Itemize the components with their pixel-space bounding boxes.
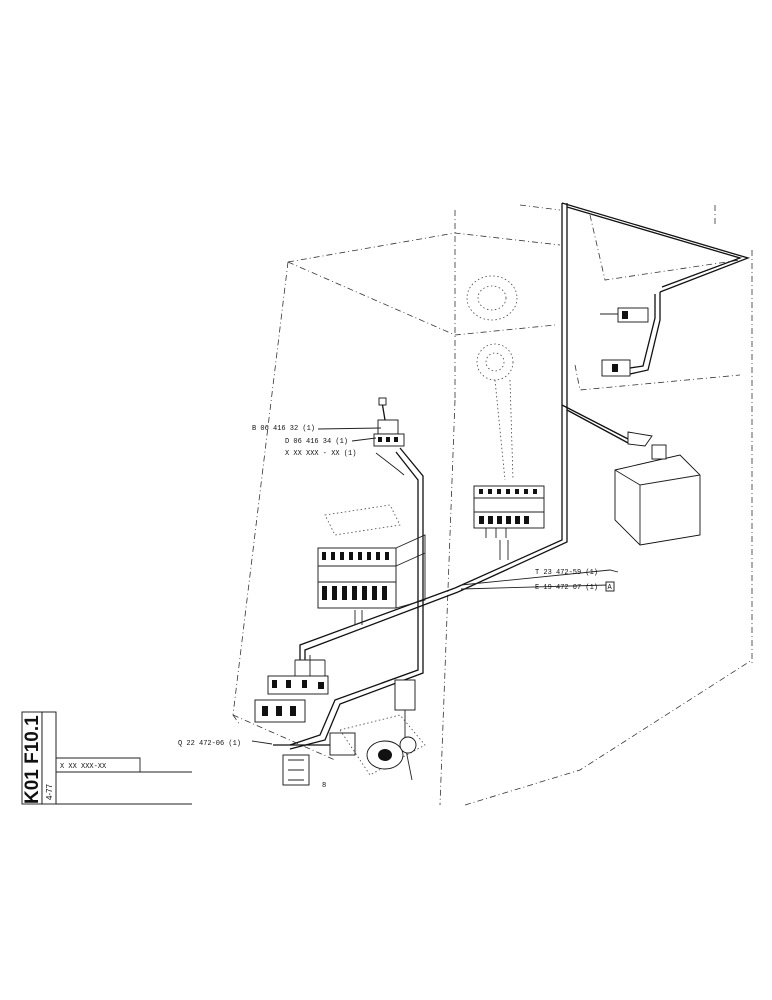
callout-switch-wire-part: X XX XXX - XX (1) — [285, 450, 356, 458]
callout-switch-base-part: D 06 416 34 (1) — [285, 438, 348, 446]
right-hose-run — [454, 202, 751, 593]
callout-tee-fitting: Q 22 472-06 (1) — [178, 740, 241, 748]
left-hose-run — [289, 447, 509, 750]
valve-block-left — [317, 504, 426, 609]
pump-motor — [339, 679, 426, 781]
sheet-code: K01 F10.1 — [22, 715, 43, 804]
gauge-assembly — [466, 275, 518, 481]
diagonal-hose — [299, 587, 459, 660]
valve-block-upper — [473, 485, 545, 538]
callout-connector-lower: E 19 472 07 (1) — [535, 584, 598, 592]
cylinder-assembly — [600, 307, 701, 546]
lower-control-block — [254, 655, 356, 786]
sheet-date: 4-77 — [45, 783, 54, 800]
title-block — [21, 711, 192, 805]
cab-outline — [232, 204, 753, 806]
callout-connector-upper: T 23 472-59 (1) — [535, 569, 598, 577]
callout-switch-part: B 06 416 32 (1) — [252, 425, 315, 433]
title-block-text: X XX XXX-XX — [60, 763, 107, 771]
callout-connector-box — [605, 581, 615, 592]
toggle-switch — [373, 397, 405, 447]
leader-lines — [251, 427, 619, 745]
callout-connector-box-label: A — [608, 584, 613, 592]
callout-item-number: 8 — [322, 782, 326, 790]
